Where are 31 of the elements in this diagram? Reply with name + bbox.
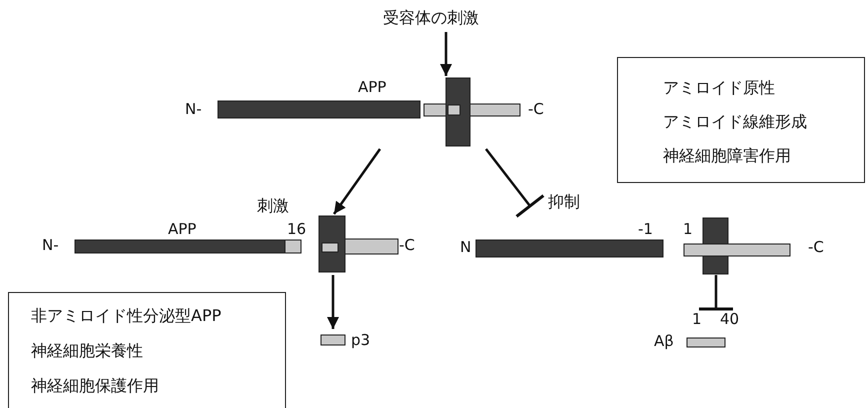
note-text: アミロイド線維形成 <box>663 112 807 132</box>
residue-number: -1 <box>638 220 653 238</box>
note-box <box>8 292 286 408</box>
protein-label: APP <box>358 78 386 96</box>
terminus-label: N- <box>42 236 59 254</box>
stimulus-label: 刺激 <box>257 196 289 216</box>
residue-number: 1 <box>692 310 702 328</box>
arrow <box>332 148 382 215</box>
residue-number: 1 <box>683 220 693 238</box>
note-text: 神経細胞障害作用 <box>663 146 791 166</box>
terminus-label: -C <box>399 236 415 254</box>
terminus-label: N- <box>185 100 202 118</box>
inhibition-line <box>485 148 545 218</box>
terminus-label: -C <box>808 238 824 256</box>
stimulus-text: 受容体の刺激 <box>383 8 479 28</box>
terminus-label: -C <box>528 100 544 118</box>
residue-number: 16 <box>287 220 306 238</box>
residue-number: 40 <box>720 310 740 328</box>
arrow <box>440 32 452 76</box>
arrow <box>327 275 339 329</box>
terminus-label: N <box>460 238 472 256</box>
note-text: アミロイド原性 <box>663 78 775 98</box>
fragment-label: p3 <box>351 331 370 349</box>
inhibition-line <box>698 275 734 310</box>
note-box <box>617 57 865 183</box>
note-text: 非アミロイド性分泌型APP <box>31 306 222 326</box>
note-text: 神経細胞栄養性 <box>31 341 143 361</box>
note-text: 神経細胞保護作用 <box>31 376 159 396</box>
protein-label: APP <box>168 220 196 238</box>
edge-label: 抑制 <box>548 192 580 212</box>
fragment-label: Aβ <box>654 332 674 350</box>
